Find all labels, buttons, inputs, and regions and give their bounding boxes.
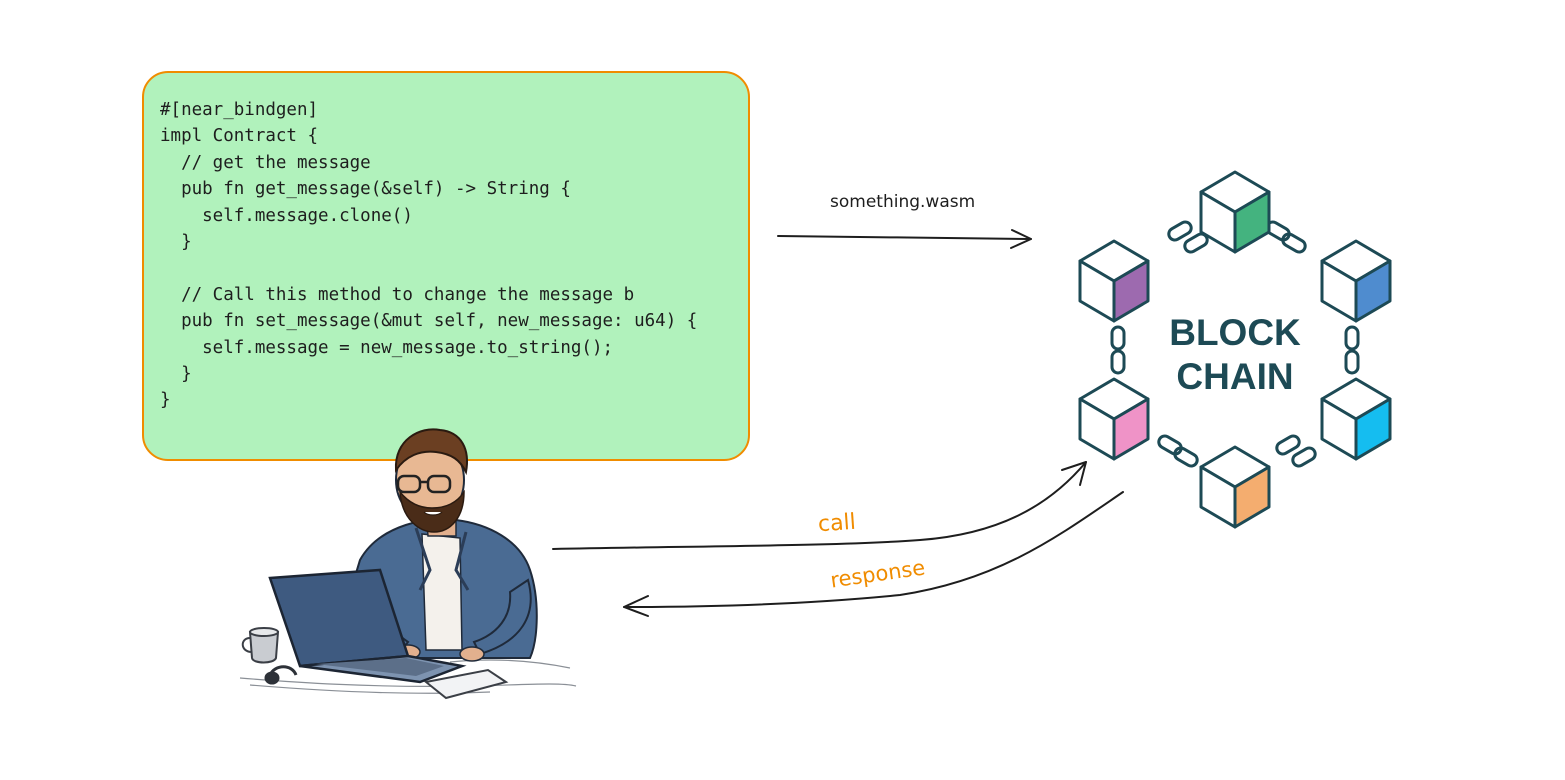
code-line: self.message = new_message.to_string(); [160,337,614,358]
code-line: impl Contract { [160,126,319,147]
blockchain-label-line1: BLOCK [1169,312,1301,353]
notebook-icon [423,668,509,700]
glasses-icon [396,474,452,494]
block-bottom-right [1320,377,1392,461]
chain-links [1110,220,1360,468]
wasm-file-label: something.wasm [830,192,976,212]
coffee-mug-icon [241,627,280,664]
headphones-icon [264,665,298,685]
laptop-icon [268,568,467,684]
block-top [1199,170,1271,254]
block-top-right [1320,239,1392,323]
deploy-arrow [777,229,1032,249]
code-snippet-box: #[near_bindgen] impl Contract { // get t… [142,71,750,461]
code-line: // get the message [160,152,371,173]
code-line: } [160,390,171,411]
call-arrow [552,461,1087,550]
call-label: call [817,509,857,538]
code-line: pub fn get_message(&self) -> String { [160,179,571,200]
block-bottom [1199,445,1271,529]
response-arrow [623,491,1124,617]
blockchain-label-line2: CHAIN [1176,356,1293,397]
block-top-left [1078,239,1150,323]
code-line: } [160,231,192,252]
developer-illustration [239,428,577,700]
code-line: #[near_bindgen] [160,100,319,120]
code-line: } [160,363,192,384]
code-line: // Call this method to change the messag… [160,284,635,305]
block-bottom-left [1078,377,1150,461]
code-line: pub fn set_message(&mut self, new_messag… [160,311,698,332]
blockchain-illustration: BLOCK CHAIN [1078,170,1392,529]
code-line: self.message.clone() [160,205,413,226]
